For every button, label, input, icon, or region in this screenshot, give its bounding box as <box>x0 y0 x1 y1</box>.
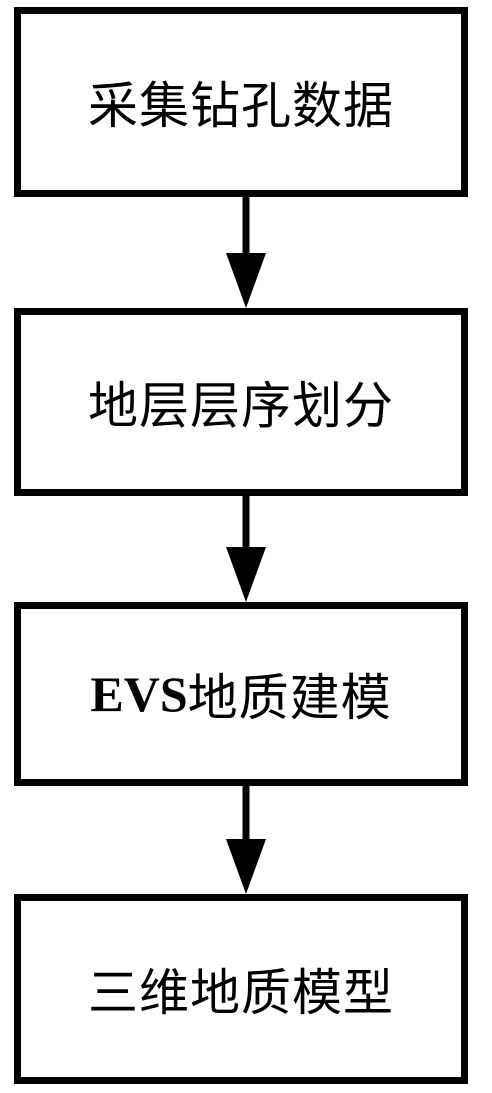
step-3d-geological-model: 三维地质模型 <box>14 894 468 1084</box>
arrow-connector <box>226 496 266 602</box>
step-collect-borehole-data: 采集钻孔数据 <box>14 7 468 197</box>
step-label: 地质建模 <box>187 669 392 727</box>
arrow-connector <box>226 197 266 308</box>
arrow-connector <box>226 786 266 894</box>
step-label: 采集钻孔数据 <box>88 77 394 135</box>
step-label: 三维地质模型 <box>88 964 394 1022</box>
step-label: 地层层序划分 <box>88 377 394 435</box>
step-stratigraphic-sequence-division: 地层层序划分 <box>14 308 468 496</box>
step-label-prefix: EVS <box>90 666 188 722</box>
